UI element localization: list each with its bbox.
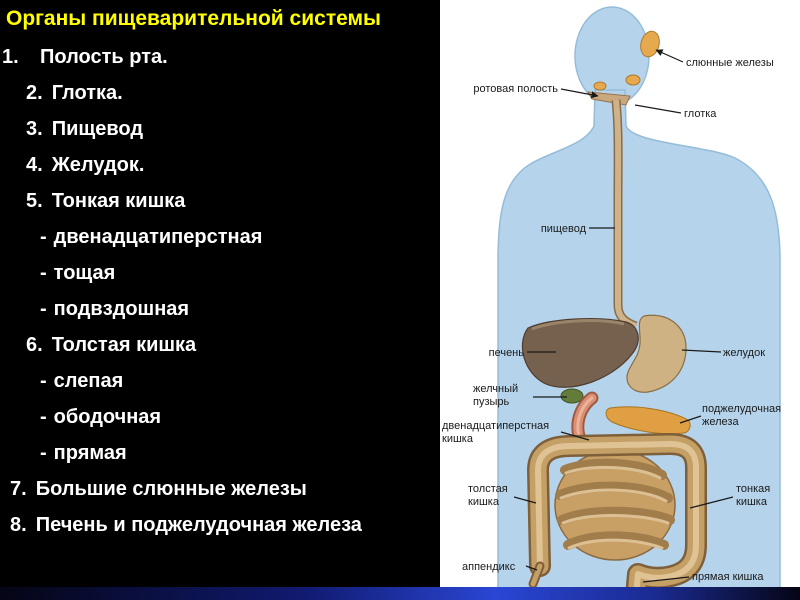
- leader-line-stomach: [681, 349, 722, 353]
- diagram-label-large-intestine: кишка: [468, 496, 500, 508]
- leader-line-salivary-glands: [655, 49, 684, 63]
- list-item-text: Тонкая кишка: [51, 189, 186, 212]
- list-item-dash: -: [40, 297, 47, 320]
- diagram-label-stomach: желудок: [723, 347, 765, 359]
- diagram-labels: ротовая полость слюнные железы глотка пи…: [442, 57, 781, 583]
- list-item-dash: -: [40, 225, 47, 248]
- list-item-dash: -: [40, 405, 47, 428]
- bottom-accent-bar: [0, 587, 800, 600]
- small-intestine-shape: [554, 449, 676, 561]
- diagram-label-duodenum: кишка: [442, 433, 474, 445]
- list-item: 8. Печень и поджелудочная железа: [0, 507, 440, 543]
- list-item-text: Толстая кишка: [51, 333, 197, 356]
- list-subitem: -тощая: [0, 255, 440, 291]
- diagram-label-liver: печень: [489, 347, 525, 359]
- esophagus-shape: [611, 99, 638, 331]
- leader-lines: [513, 49, 734, 583]
- list-item-number: 6.: [26, 333, 43, 356]
- salivary-glands-shape: [593, 30, 660, 91]
- diagram-label-oral-cavity: ротовая полость: [473, 83, 558, 95]
- diagram-label-salivary-glands: слюнные железы: [686, 57, 774, 69]
- diagram-label-small-intestine: тонкая: [736, 483, 770, 495]
- diagram-label-pharynx: глотка: [684, 108, 717, 120]
- list-item: 4. Желудок.: [0, 147, 440, 183]
- appendix-shape: [528, 561, 545, 589]
- diagram-label-gallbladder: желчный: [473, 383, 518, 395]
- digestive-system-diagram: ротовая полость слюнные железы глотка пи…: [442, 6, 781, 600]
- list-item: 2. Глотка.: [0, 75, 440, 111]
- leader-line-large-intestine: [513, 496, 537, 504]
- list-item-text: подвздошная: [53, 297, 190, 320]
- diagram-label-gallbladder: пузырь: [473, 396, 510, 408]
- leader-line-rectum: [642, 576, 690, 583]
- text-panel: Органы пищеварительной системы 1. Полость…: [0, 7, 440, 543]
- list-item-number: 2.: [26, 81, 43, 104]
- list-item: 7. Большие слюнные железы: [0, 471, 440, 507]
- slide-title: Органы пищеварительной системы: [6, 7, 381, 30]
- list-item-text: Желудок.: [51, 153, 145, 176]
- diagram-label-rectum: прямая кишка: [692, 571, 764, 583]
- list-subitem: -двенадцатиперстная: [0, 219, 440, 255]
- list-item-text: прямая: [53, 441, 127, 464]
- list-item-dash: -: [40, 441, 47, 464]
- leader-line-duodenum: [560, 431, 590, 441]
- list-item-dash: -: [40, 369, 47, 392]
- list-subitem: -подвздошная: [0, 291, 440, 327]
- list-item-text: Печень и поджелудочная железа: [35, 513, 362, 536]
- stomach-shape: [626, 314, 687, 393]
- pancreas-shape: [605, 406, 691, 435]
- list-item-number: 8.: [10, 513, 27, 536]
- list-item-text: Пищевод: [51, 117, 144, 140]
- list-subitem: -ободочная: [0, 399, 440, 435]
- diagram-label-pancreas: железа: [702, 416, 739, 428]
- diagram-label-esophagus: пищевод: [541, 223, 587, 235]
- leader-line-small-intestine: [689, 496, 734, 509]
- list-item: 1. Полость рта.: [0, 39, 440, 75]
- liver-shape: [521, 318, 639, 388]
- diagram-label-large-intestine: толстая: [468, 483, 508, 495]
- list-item-number: 4.: [26, 153, 43, 176]
- list-item-number: 7.: [10, 477, 27, 500]
- diagram-label-small-intestine: кишка: [736, 496, 768, 508]
- list-item-number: 1.: [2, 45, 19, 68]
- list-item-text: тощая: [53, 261, 116, 284]
- leader-line-appendix: [525, 565, 538, 571]
- list-item-text: слепая: [53, 369, 124, 392]
- list-item-number: 5.: [26, 189, 43, 212]
- list-item-text: ободочная: [53, 405, 162, 428]
- list-subitem: -слепая: [0, 363, 440, 399]
- leader-line-pharynx: [634, 104, 682, 114]
- list-item-text: двенадцатиперстная: [53, 225, 263, 248]
- large-intestine-shape: [527, 433, 707, 600]
- list-item-text: Большие слюнные железы: [35, 477, 307, 500]
- list-subitem: -прямая: [0, 435, 440, 471]
- gallbladder-shape: [560, 388, 584, 404]
- list-item: 5. Тонкая кишка: [0, 183, 440, 219]
- leader-line-oral-cavity: [560, 88, 599, 99]
- diagram-label-duodenum: двенадцатиперстная: [442, 420, 549, 432]
- list-item: 3. Пищевод: [0, 111, 440, 147]
- list-item-text: Полость рта.: [40, 45, 168, 68]
- list-item-number: 3.: [26, 117, 43, 140]
- organ-list: 1. Полость рта. 2. Глотка. 3. Пищевод 4. Жел…: [0, 39, 440, 543]
- diagram-label-pancreas: поджелудочная: [702, 403, 781, 415]
- list-item-text: Глотка.: [51, 81, 123, 104]
- list-item: 6. Толстая кишка: [0, 327, 440, 363]
- list-item-dash: -: [40, 261, 47, 284]
- leader-line-pancreas: [679, 415, 702, 424]
- anatomy-diagram-panel: ротовая полость слюнные железы глотка пи…: [440, 0, 800, 600]
- diagram-label-appendix: аппендикс: [462, 561, 516, 573]
